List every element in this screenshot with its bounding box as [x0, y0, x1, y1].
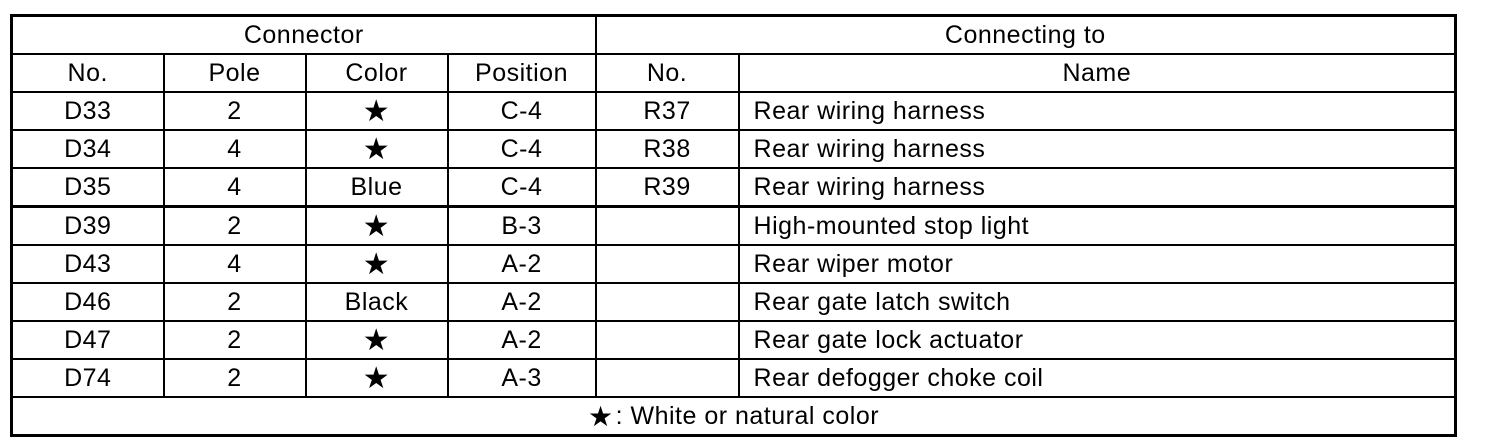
connector-position-cell: A-2	[446, 320, 597, 360]
connector-no-cell: D33	[10, 91, 165, 131]
connector-color-cell: ★	[304, 205, 449, 246]
connecting-no-cell	[594, 320, 740, 360]
connector-pole-cell: 2	[162, 282, 307, 322]
col-header-pole: Pole	[162, 53, 307, 93]
star-icon: ★	[362, 132, 391, 166]
connecting-no-cell: R39	[594, 167, 740, 208]
col-header-to-no: No.	[594, 53, 740, 93]
connector-no-cell: D74	[10, 358, 165, 398]
connector-no-cell: D47	[10, 320, 165, 360]
connecting-no-cell	[594, 205, 740, 246]
connector-position-cell: C-4	[446, 91, 597, 131]
connector-pole-cell: 4	[162, 167, 307, 208]
connecting-name-cell: Rear gate latch switch	[737, 282, 1457, 322]
connecting-no-cell	[594, 282, 740, 322]
connector-no-cell: D43	[10, 244, 165, 284]
connector-color-cell: ★	[304, 244, 449, 284]
connector-color-cell: ★	[304, 358, 449, 398]
connector-color-cell: Blue	[304, 167, 449, 208]
connector-no-cell: D35	[10, 167, 165, 208]
col-header-name: Name	[737, 53, 1457, 93]
connector-color-cell: ★	[304, 129, 449, 169]
column-header-row: No. Pole Color Position No. Name	[10, 53, 1457, 93]
footnote-row: ★: White or natural color	[10, 396, 1457, 437]
col-header-no: No.	[10, 53, 165, 93]
connector-pole-cell: 2	[162, 358, 307, 398]
connector-no-cell: D39	[10, 205, 165, 246]
connector-pole-cell: 2	[162, 205, 307, 246]
connecting-no-cell	[594, 244, 740, 284]
star-icon: ★	[362, 247, 391, 281]
footnote-cell: ★: White or natural color	[10, 396, 1457, 437]
connecting-no-cell: R38	[594, 129, 740, 169]
connecting-no-cell	[594, 358, 740, 398]
connector-pole-cell: 2	[162, 320, 307, 360]
connecting-name-cell: Rear gate lock actuator	[737, 320, 1457, 360]
connector-pole-cell: 4	[162, 244, 307, 284]
connector-table: Connector Connecting to No. Pole Color P…	[10, 14, 1458, 437]
star-icon: ★	[362, 361, 391, 395]
star-icon: ★	[362, 323, 391, 357]
connecting-name-cell: Rear wiring harness	[737, 129, 1457, 169]
connecting-no-cell: R37	[594, 91, 740, 131]
col-header-color: Color	[304, 53, 449, 93]
header-group-row: Connector Connecting to	[10, 14, 1457, 55]
connector-position-cell: A-2	[446, 244, 597, 284]
col-header-position: Position	[446, 53, 597, 93]
connecting-name-cell: Rear wiring harness	[737, 91, 1457, 131]
connector-pole-cell: 2	[162, 91, 307, 131]
connector-position-cell: A-2	[446, 282, 597, 322]
connector-no-cell: D46	[10, 282, 165, 322]
connector-color-cell: ★	[304, 320, 449, 360]
connecting-name-cell: High-mounted stop light	[737, 205, 1457, 246]
star-icon: ★	[362, 209, 391, 243]
star-icon: ★	[587, 401, 614, 432]
connector-position-cell: C-4	[446, 129, 597, 169]
connector-position-cell: B-3	[446, 205, 597, 246]
star-icon: ★	[362, 94, 391, 128]
connector-pole-cell: 4	[162, 129, 307, 169]
connecting-name-cell: Rear wiper motor	[737, 244, 1457, 284]
connecting-name-cell: Rear defogger choke coil	[737, 358, 1457, 398]
connector-no-cell: D34	[10, 129, 165, 169]
header-connecting-to: Connecting to	[594, 14, 1457, 55]
footnote-text: : White or natural color	[615, 402, 880, 430]
connector-color-cell: Black	[304, 282, 449, 322]
connector-color-cell: ★	[304, 91, 449, 131]
connector-position-cell: C-4	[446, 167, 597, 208]
connecting-name-cell: Rear wiring harness	[737, 167, 1457, 208]
connector-position-cell: A-3	[446, 358, 597, 398]
header-connector: Connector	[10, 14, 597, 55]
